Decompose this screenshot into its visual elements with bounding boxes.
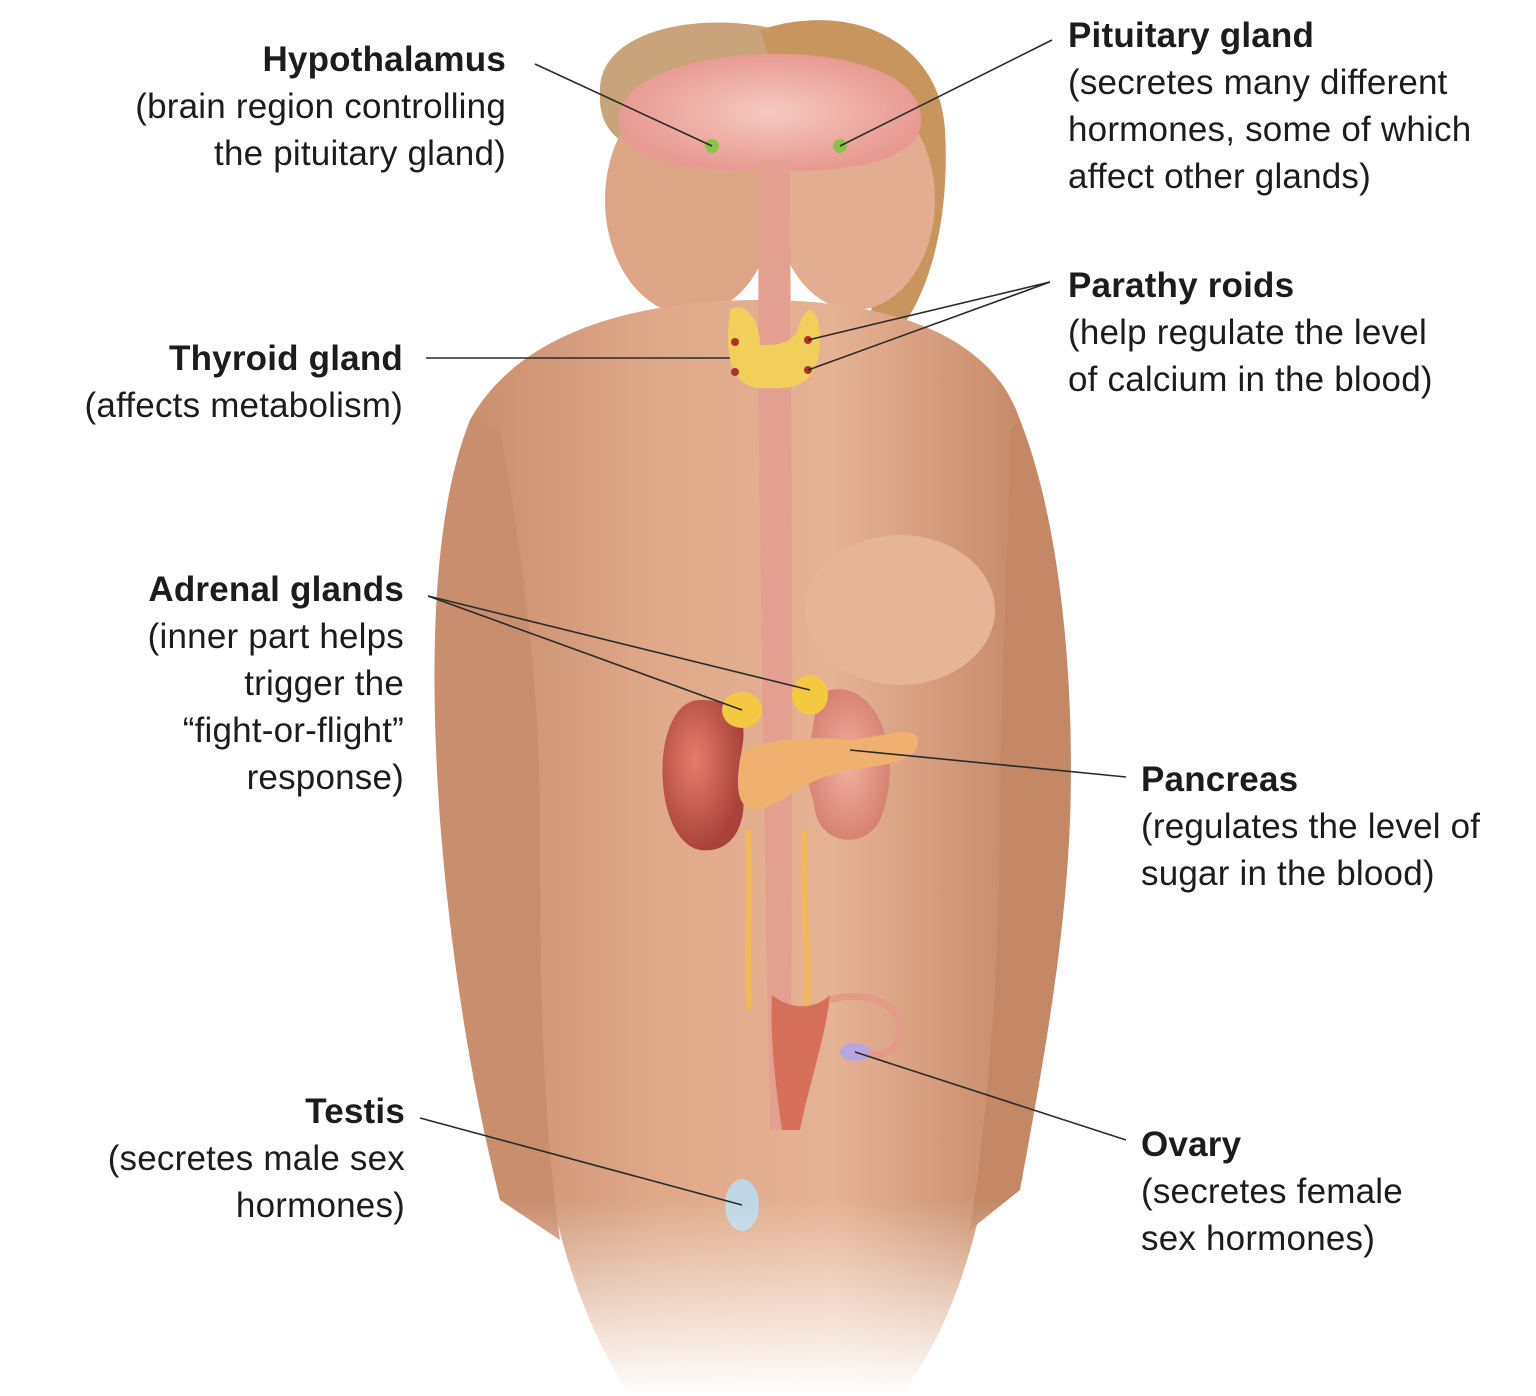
pancreas-desc: (regulates the level of sugar in the blo… bbox=[1141, 803, 1536, 897]
parathyroids-desc: (help regulate the level of calcium in t… bbox=[1068, 309, 1433, 403]
label-ovary: Ovary (secretes female sex hormones) bbox=[1141, 1121, 1403, 1262]
parathyroids-name: Parathy roids bbox=[1068, 262, 1433, 309]
breast bbox=[805, 535, 995, 685]
adrenal-right bbox=[792, 675, 828, 715]
bottom-fade bbox=[400, 1200, 1120, 1396]
label-hypothalamus: Hypothalamus (brain region controlling t… bbox=[135, 36, 506, 177]
pituitary-name: Pituitary gland bbox=[1068, 12, 1471, 59]
hypothalamus-desc: (brain region controlling the pituitary … bbox=[135, 83, 506, 177]
pituitary-desc: (secretes many different hormones, some … bbox=[1068, 59, 1471, 200]
adrenal-name: Adrenal glands bbox=[148, 566, 404, 613]
label-testis: Testis (secretes male sex hormones) bbox=[108, 1088, 405, 1229]
testis-desc: (secretes male sex hormones) bbox=[108, 1135, 405, 1229]
label-adrenal: Adrenal glands (inner part helps trigger… bbox=[148, 566, 404, 801]
label-pancreas: Pancreas (regulates the level of sugar i… bbox=[1141, 756, 1536, 897]
thyroid-name: Thyroid gland bbox=[85, 335, 403, 382]
thyroid-desc: (affects metabolism) bbox=[85, 382, 403, 429]
label-pituitary: Pituitary gland (secretes many different… bbox=[1068, 12, 1471, 200]
label-thyroid: Thyroid gland (affects metabolism) bbox=[85, 335, 403, 429]
label-parathyroids: Parathy roids (help regulate the level o… bbox=[1068, 262, 1433, 403]
adrenal-desc: (inner part helps trigger the “fight-or-… bbox=[148, 613, 404, 801]
ovary-name: Ovary bbox=[1141, 1121, 1403, 1168]
ureter-left bbox=[748, 830, 750, 1010]
testis-name: Testis bbox=[108, 1088, 405, 1135]
parathyroid-dot bbox=[731, 338, 739, 346]
ovary-desc: (secretes female sex hormones) bbox=[1141, 1168, 1403, 1262]
hypothalamus-name: Hypothalamus bbox=[135, 36, 506, 83]
pancreas-name: Pancreas bbox=[1141, 756, 1536, 803]
parathyroid-dot bbox=[731, 368, 739, 376]
